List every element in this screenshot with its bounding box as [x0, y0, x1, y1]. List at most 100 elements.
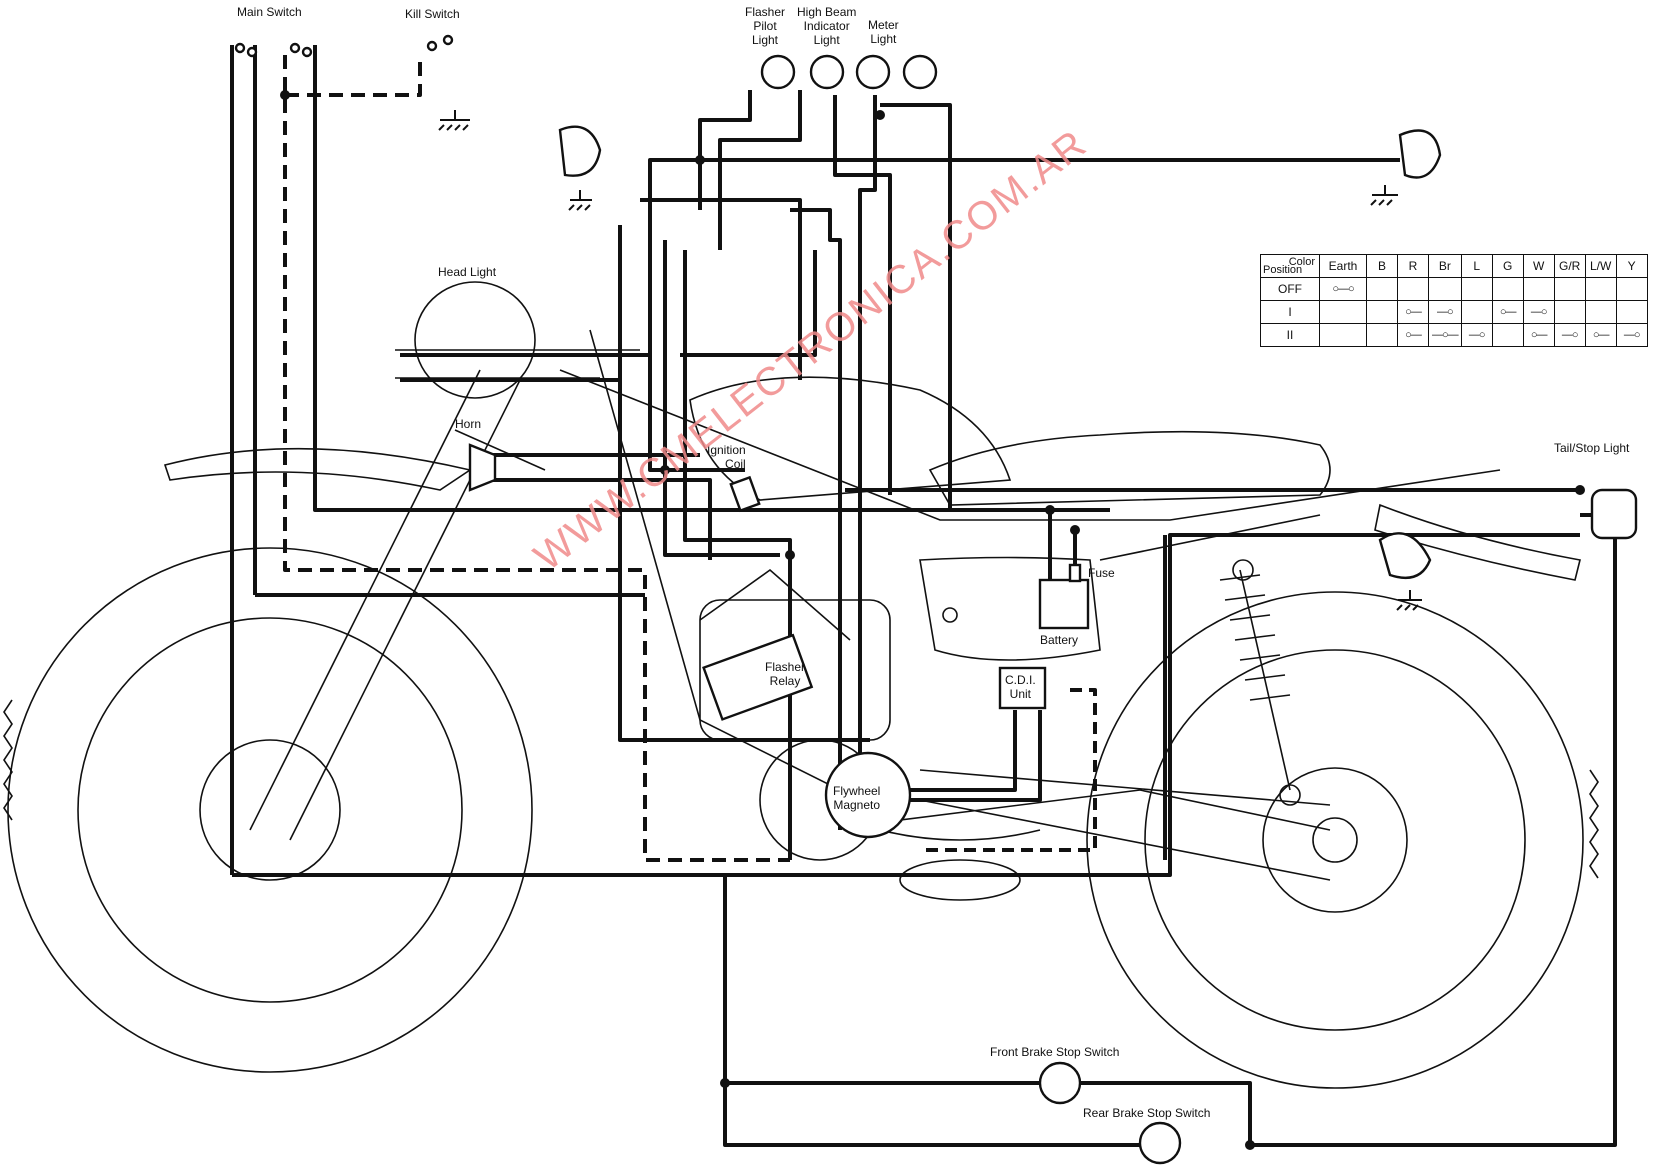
- corner-position-label: Position: [1263, 264, 1303, 276]
- rear-turn-lamp: [1378, 532, 1432, 580]
- components: [234, 34, 1638, 1165]
- rear-brake-stop-switch-label: Rear Brake Stop Switch: [1083, 1106, 1211, 1120]
- front-hub: [199, 739, 341, 881]
- connection-cell: —○—: [1428, 323, 1462, 347]
- connection-cell: [1553, 300, 1586, 324]
- earth-icon: [1396, 590, 1422, 611]
- front-rim: [77, 617, 463, 1003]
- switch-color-position-table: Color Position Earth B R Br L G W G/R L/…: [1260, 254, 1648, 347]
- fuel-tank: [689, 376, 1012, 501]
- junctions: [280, 90, 1585, 1150]
- connection-cell: [1615, 277, 1648, 301]
- connection-cell: —○: [1615, 323, 1648, 347]
- cdi-unit-label: C.D.I. Unit: [1005, 673, 1036, 701]
- headlight-shell: [414, 281, 536, 399]
- connection-cell: [1366, 300, 1398, 324]
- flasher-pilot-lamp: [760, 54, 796, 90]
- front-brake-switch: [1038, 1061, 1082, 1105]
- position-cell: II: [1260, 323, 1320, 347]
- ignition-coil: [729, 475, 761, 513]
- battery: [1038, 578, 1090, 630]
- table-row: II○——○——○○——○○——○: [1260, 323, 1648, 347]
- column-header: Br: [1428, 254, 1462, 278]
- main-switch-label: Main Switch: [237, 5, 302, 19]
- meter-lamp-1: [855, 54, 891, 90]
- rear-brake-switch: [1138, 1121, 1182, 1165]
- connection-cell: —○: [1553, 323, 1586, 347]
- table-header-row: Color Position Earth B R Br L G W G/R L/…: [1260, 254, 1648, 278]
- connection-cell: —○: [1460, 323, 1493, 347]
- connection-cell: ○—: [1397, 300, 1429, 324]
- column-header: Earth: [1319, 254, 1367, 278]
- connection-cell: ○—: [1584, 323, 1617, 347]
- front-tire: [7, 547, 533, 1073]
- fuse: [1068, 563, 1082, 583]
- main-switch-contact: [234, 42, 246, 54]
- connection-cell: [1319, 300, 1367, 324]
- flasher-relay: [702, 633, 814, 721]
- rear-sprocket: [1262, 767, 1408, 913]
- position-cell: OFF: [1260, 277, 1320, 301]
- high-beam-lamp: [809, 54, 845, 90]
- high-beam-indicator-light-label: High Beam Indicator Light: [797, 5, 857, 47]
- column-header: L/W: [1584, 254, 1617, 278]
- horn: [468, 443, 497, 492]
- column-header: L: [1460, 254, 1493, 278]
- position-cell: I: [1260, 300, 1320, 324]
- rear-tire: [1086, 591, 1584, 1089]
- connection-cell: [1491, 277, 1524, 301]
- cdi-unit: [998, 666, 1047, 710]
- tail-stop-lamp: [1590, 488, 1638, 540]
- flywheel-magneto-label: Flywheel Magneto: [833, 784, 881, 812]
- connection-cell: [1460, 277, 1493, 301]
- battery-label: Battery: [1040, 633, 1079, 647]
- table-body: OFF○—○I○——○○——○II○——○——○○——○○——○: [1260, 277, 1648, 347]
- horn-label: Horn: [455, 417, 482, 431]
- table-row: OFF○—○: [1260, 277, 1648, 301]
- kill-switch-label: Kill Switch: [405, 7, 460, 21]
- meter-lamp-2: [902, 54, 938, 90]
- connection-cell: [1460, 300, 1493, 324]
- connection-cell: ○—: [1522, 323, 1555, 347]
- connection-cell: ○—: [1491, 300, 1524, 324]
- connection-cell: [1553, 277, 1586, 301]
- front-brake-stop-switch-label: Front Brake Stop Switch: [990, 1045, 1120, 1059]
- kill-switch-contact: [426, 40, 438, 52]
- fuse-label: Fuse: [1088, 566, 1115, 580]
- flasher-relay-label: Flasher Relay: [765, 660, 806, 688]
- front-right-turn-lamp: [1398, 129, 1442, 179]
- earth-symbols: [438, 110, 1422, 611]
- column-header: R: [1397, 254, 1429, 278]
- earth-icon: [1370, 185, 1398, 206]
- connection-cell: [1366, 277, 1398, 301]
- connection-cell: [1522, 277, 1555, 301]
- flasher-pilot-light-label: Flasher Pilot Light: [745, 5, 786, 47]
- connection-cell: [1428, 277, 1462, 301]
- corner-color-label: Color: [1288, 256, 1315, 268]
- earth-icon: [438, 110, 470, 131]
- table-corner-cell: Color Position: [1260, 254, 1320, 278]
- wiring-harness: [230, 45, 1617, 1147]
- connection-cell: [1584, 277, 1617, 301]
- connection-cell: [1397, 277, 1429, 301]
- column-header: G: [1491, 254, 1524, 278]
- rear-shock: [1239, 569, 1291, 791]
- meter-light-label: Meter Light: [868, 18, 899, 46]
- tail-stop-light-label: Tail/Stop Light: [1554, 441, 1630, 455]
- connection-cell: [1491, 323, 1524, 347]
- seat: [928, 430, 1331, 506]
- earth-icon: [568, 190, 592, 211]
- column-header: G/R: [1553, 254, 1586, 278]
- connection-cell: [1366, 323, 1398, 347]
- table-row: I○——○○——○: [1260, 300, 1648, 324]
- connection-cell: —○: [1428, 300, 1462, 324]
- connection-cell: —○: [1522, 300, 1555, 324]
- connection-cell: [1319, 323, 1367, 347]
- column-header: W: [1522, 254, 1555, 278]
- connection-cell: ○—: [1397, 323, 1429, 347]
- head-light-label: Head Light: [438, 265, 497, 279]
- front-left-turn-lamp: [558, 125, 602, 177]
- connection-cell: [1615, 300, 1648, 324]
- rear-rim: [1144, 649, 1526, 1031]
